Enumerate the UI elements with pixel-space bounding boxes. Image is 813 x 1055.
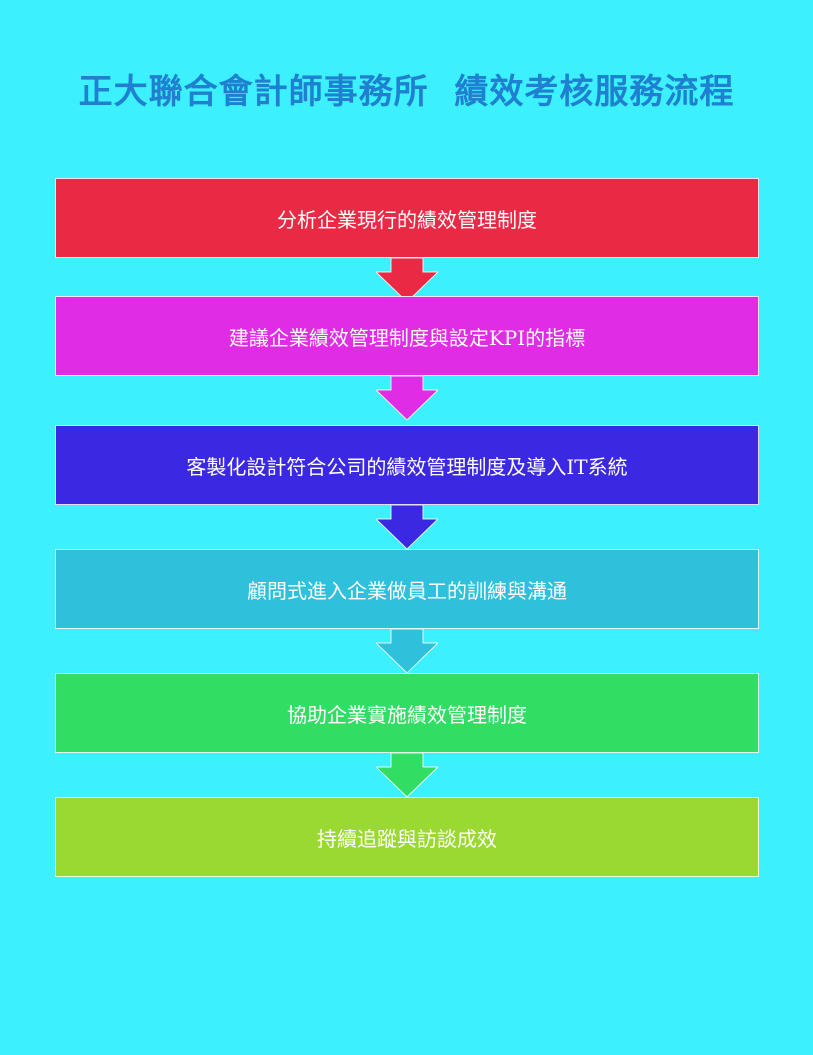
step-4-box: 顧問式進入企業做員工的訓練與溝通 [55, 549, 759, 629]
step-1-label: 分析企業現行的績效管理制度 [277, 207, 537, 232]
page-title: 正大聯合會計師事務所 績效考核服務流程 [78, 72, 735, 112]
step-5-label: 協助企業實施績效管理制度 [287, 702, 527, 727]
step-6-label: 持續追蹤與訪談成效 [317, 826, 497, 851]
step-5-box: 協助企業實施績效管理制度 [55, 673, 759, 753]
step-4-label: 顧問式進入企業做員工的訓練與溝通 [247, 578, 567, 603]
step-6-box: 持續追蹤與訪談成效 [55, 797, 759, 877]
arrow-5-down-icon [376, 753, 438, 797]
arrow-1-down-icon [376, 258, 438, 302]
arrow-2-down-icon [376, 376, 438, 420]
arrow-4-down-icon [376, 629, 438, 673]
step-2-label: 建議企業績效管理制度與設定KPI的指標 [228, 325, 586, 350]
step-2-box: 建議企業績效管理制度與設定KPI的指標 [55, 296, 759, 376]
arrow-3-down-icon [376, 505, 438, 549]
step-3-label: 客製化設計符合公司的績效管理制度及導入IT系統 [186, 454, 628, 479]
step-3-box: 客製化設計符合公司的績效管理制度及導入IT系統 [55, 425, 759, 505]
step-1-box: 分析企業現行的績效管理制度 [55, 178, 759, 258]
